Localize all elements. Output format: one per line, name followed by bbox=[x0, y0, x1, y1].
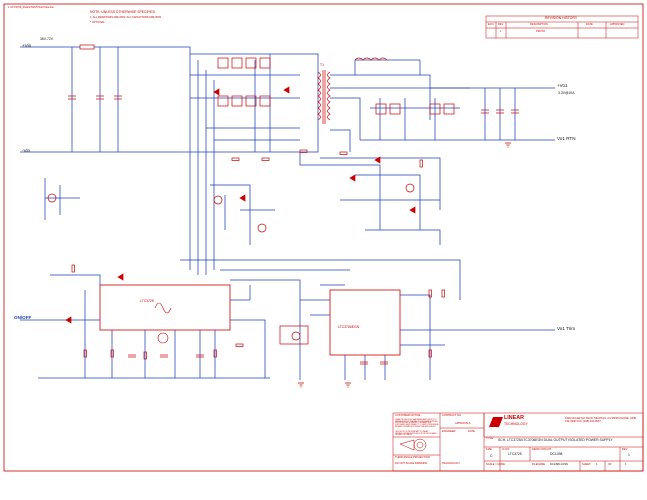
company-address: 1630 McCARTHY BLVD. MILPITAS, CA 95035 P… bbox=[565, 417, 637, 424]
border-frame bbox=[3, 3, 644, 472]
company-name-line1: LINEAR bbox=[504, 415, 525, 421]
revision-row-description: PROTO bbox=[536, 30, 546, 33]
ic-no-label: IC NO. bbox=[502, 448, 510, 451]
demo-value: DC1498 bbox=[550, 452, 563, 456]
filename-label: FILENAME bbox=[532, 463, 545, 466]
rev-value: 1 bbox=[628, 453, 630, 457]
file-path-label: L:\LTC3706_FILES\TEST\Test Files.dsn bbox=[8, 6, 54, 9]
net-on-off: ON/OFF bbox=[14, 315, 32, 320]
drawing-title: SCH, LTC3725/LTC3706EGN DUAL OUTPUT ISOL… bbox=[498, 438, 613, 442]
revision-title: REVISION HISTORY bbox=[545, 16, 578, 20]
net-vo-trim: Vo1 Trim bbox=[557, 326, 576, 331]
optocoupler bbox=[279, 325, 309, 345]
net-vin-neg: -Vin bbox=[22, 148, 31, 153]
transformer-label: T1 bbox=[320, 63, 324, 67]
contract-no-label: CONTRACT NO. bbox=[442, 414, 462, 417]
resistors bbox=[71, 149, 445, 360]
note-line-1: NOTE: UNLESS OTHERWISE SPECIFIED bbox=[90, 10, 156, 14]
net-vout-rating: 3.3V@10A bbox=[558, 91, 575, 95]
component-symbols bbox=[47, 44, 519, 388]
company-logo bbox=[489, 417, 503, 427]
rev-label: REV. bbox=[622, 448, 628, 451]
revision-header-rev: REV bbox=[498, 23, 504, 26]
revision-block bbox=[485, 15, 639, 39]
input-caps bbox=[68, 95, 122, 100]
title-label: TITLE: bbox=[486, 437, 494, 440]
net-vin-range: 36V-72V bbox=[40, 37, 54, 41]
ic-primary-controller bbox=[99, 284, 231, 344]
small-caps bbox=[128, 354, 388, 365]
company-name-line2: TECHNOLOGY bbox=[504, 422, 528, 426]
title-block bbox=[392, 412, 644, 472]
output-caps bbox=[481, 109, 519, 114]
proprietary-note: THIS CIRCUIT IS PROPRIETARY TO LINEAR TE… bbox=[395, 432, 437, 437]
of-value: 1 bbox=[625, 463, 627, 466]
ic-secondary-label: LTC3706EGN bbox=[338, 325, 360, 329]
net-vout-pos: +Vo1 bbox=[557, 83, 568, 88]
size-value: C bbox=[490, 454, 493, 458]
net-vin-pos: +Vin bbox=[22, 43, 32, 48]
ground-symbols bbox=[298, 142, 511, 388]
customer-notice-title: CUSTOMER NOTICE bbox=[395, 414, 421, 417]
ic-primary-label: LTC3725 bbox=[140, 299, 154, 303]
sheet-label: SHEET bbox=[582, 463, 591, 466]
of-label: OF bbox=[608, 463, 612, 466]
revision-header-eco: ECO bbox=[488, 23, 494, 26]
customer-notice-text: LINEAR TECHNOLOGY HAS MADE A BEST EFFORT… bbox=[395, 420, 439, 428]
scale-label: SCALE = NONE bbox=[486, 463, 505, 466]
do-not-scale-label: DO NOT SCALE DRAWING bbox=[395, 462, 428, 465]
small-transistors bbox=[47, 183, 415, 341]
revision-row-rev: 1 bbox=[500, 30, 502, 33]
secondary-mosfets bbox=[375, 103, 455, 115]
revision-header-description: DESCRIPTION bbox=[530, 23, 548, 26]
revision-header-date: DATE bbox=[586, 23, 593, 26]
third-angle-label: THIRD ANGLE PROJECTION bbox=[395, 456, 430, 459]
ic-no-value: LTC3725 bbox=[508, 452, 522, 456]
primary-mosfets bbox=[217, 57, 271, 107]
engineer-label: ENGINEER bbox=[442, 430, 456, 433]
size-label: SIZE bbox=[486, 448, 492, 451]
transformer-t1 bbox=[317, 70, 331, 124]
technology-label: TECHNOLOGY bbox=[442, 462, 461, 465]
filename-value: DC1498-1.DSN bbox=[550, 463, 569, 466]
output-inductor bbox=[354, 57, 388, 61]
note-line-3: * OPTIONAL bbox=[90, 21, 105, 24]
date-label: DATE bbox=[468, 430, 475, 433]
note-line-2: 1. ALL RESISTORS ARE 0603, ALL CAPACITOR… bbox=[90, 16, 161, 19]
diodes bbox=[65, 86, 416, 324]
demo-label: DEMO CIRCUIT bbox=[532, 448, 552, 451]
approvals-label: APPROVALS bbox=[455, 422, 471, 425]
revision-header-approved: APPROVED bbox=[610, 23, 625, 26]
sheet-value: 1 bbox=[596, 463, 598, 466]
wire-network bbox=[20, 46, 555, 380]
ic-secondary-controller bbox=[329, 289, 401, 356]
net-vout-rtn: Vo1 RTN bbox=[557, 136, 576, 141]
